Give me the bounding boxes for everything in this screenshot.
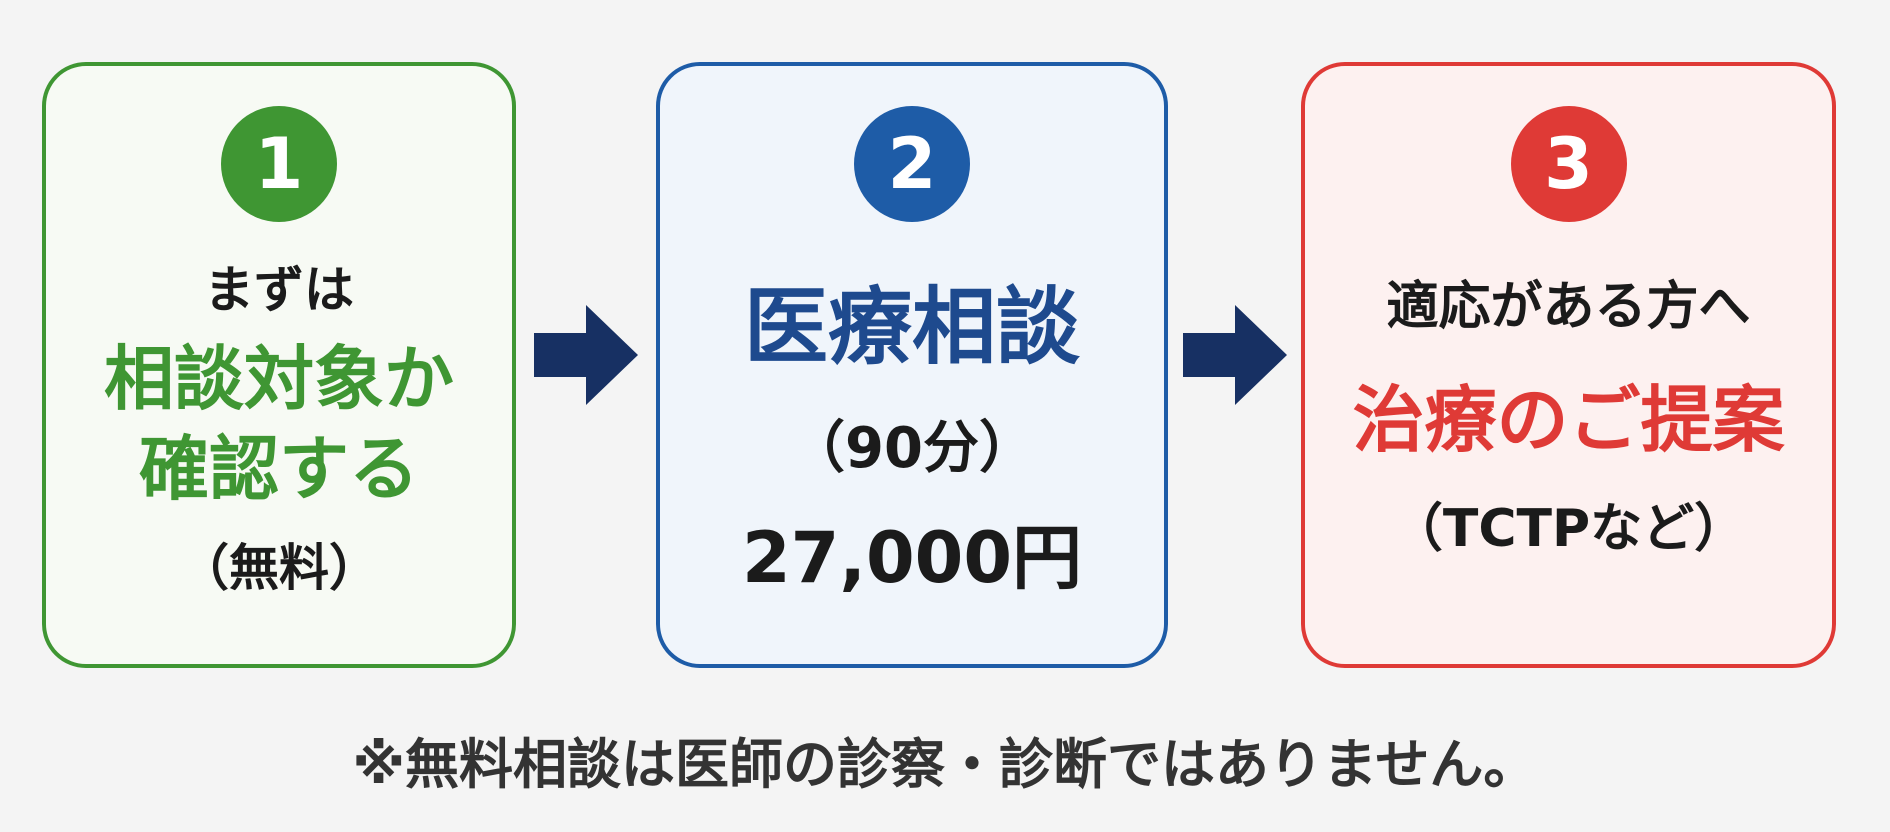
step-2-duration: （90分） <box>789 416 1035 481</box>
step-3-title: 治療のご提案 <box>1352 378 1785 462</box>
step-1-intro: まずは <box>204 261 354 319</box>
step-2-price: 27,000円 <box>741 517 1083 599</box>
step-1-note: （無料） <box>179 539 379 597</box>
step-2-box: 2 医療相談 （90分） 27,000円 <box>656 62 1168 668</box>
step-1-box: 1 まずは 相談対象か 確認する （無料） <box>42 62 516 668</box>
step-1-title-line1: 相談対象か <box>104 338 454 420</box>
step-3-intro: 適応がある方へ <box>1386 277 1751 337</box>
step-2-badge: 2 <box>854 106 970 222</box>
step-1-title-line2: 確認する <box>139 428 419 510</box>
footnote-disclaimer: ※無料相談は医師の診察・診断ではありません。 <box>352 733 1538 796</box>
step-1-badge: 1 <box>221 106 337 222</box>
step-2-title: 医療相談 <box>743 278 1080 376</box>
arrow-right-icon <box>1183 305 1287 405</box>
step-3-badge: 3 <box>1510 106 1627 222</box>
step-3-box: 3 適応がある方へ 治療のご提案 （TCTPなど） <box>1301 62 1836 668</box>
arrow-right-icon <box>534 305 638 405</box>
step-3-note: （TCTPなど） <box>1390 499 1747 559</box>
